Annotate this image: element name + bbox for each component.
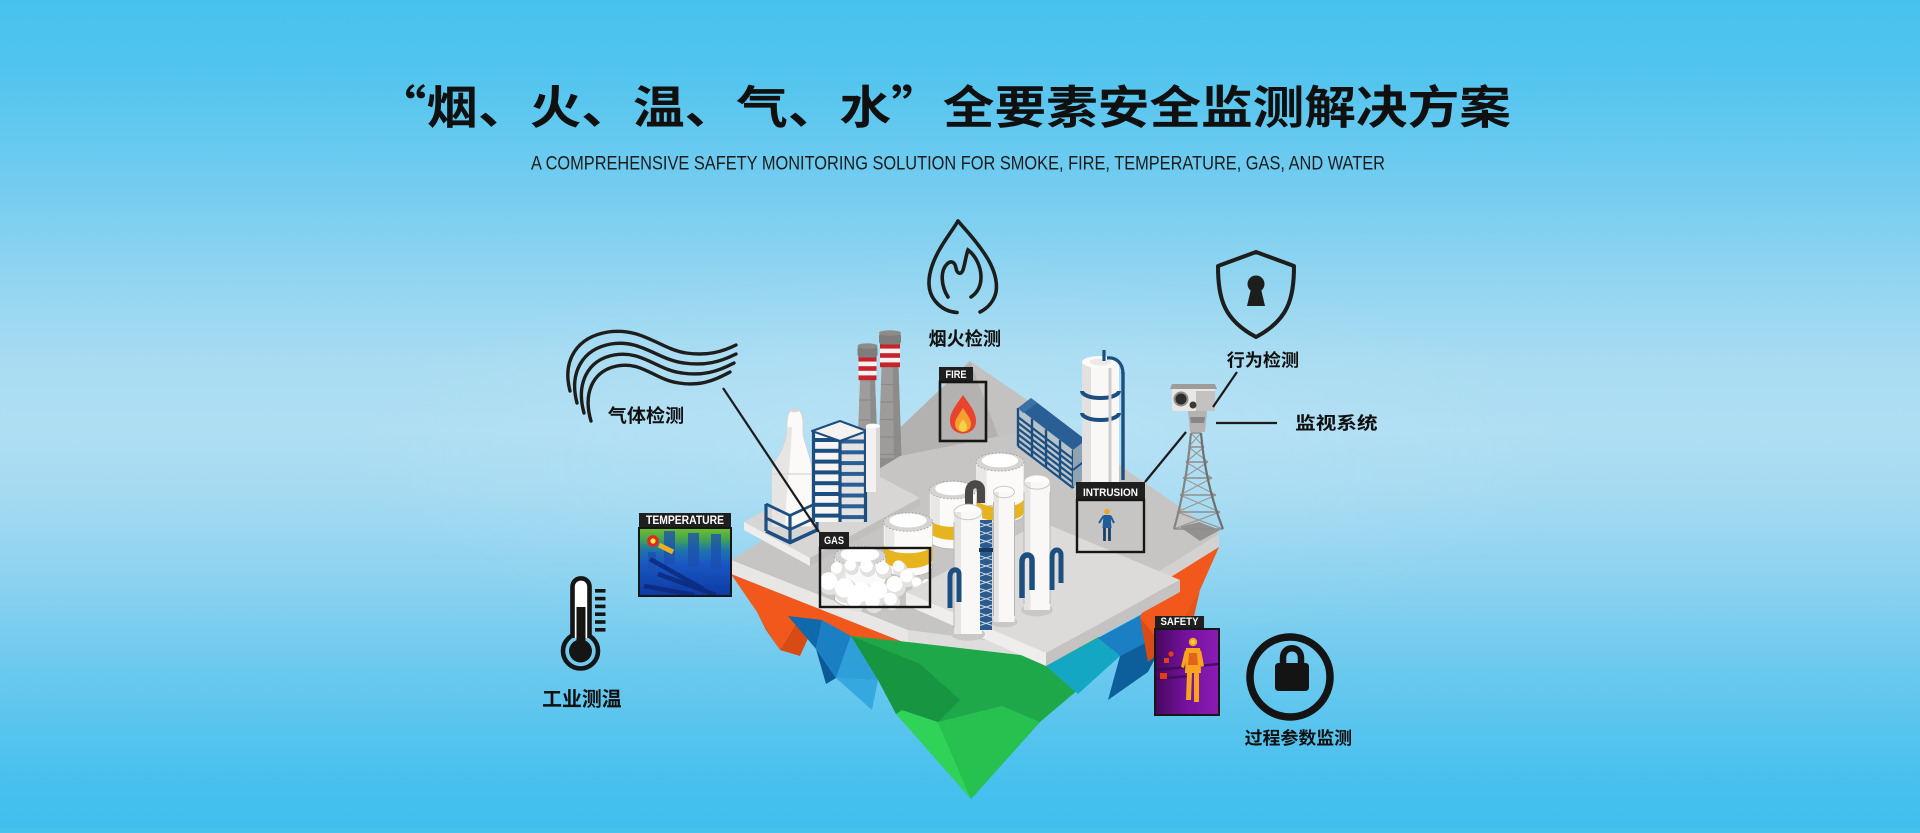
svg-text:A COMPREHENSIVE SAFETY MONITOR: A COMPREHENSIVE SAFETY MONITORING SOLUTI…	[531, 153, 1385, 175]
svg-text:INTRUSION: INTRUSION	[1083, 487, 1138, 499]
svg-text:GAS: GAS	[824, 535, 844, 547]
svg-text:SAFETY: SAFETY	[1161, 616, 1200, 628]
svg-text:TEMPERATURE: TEMPERATURE	[646, 515, 724, 527]
svg-text:FIRE: FIRE	[946, 369, 967, 381]
